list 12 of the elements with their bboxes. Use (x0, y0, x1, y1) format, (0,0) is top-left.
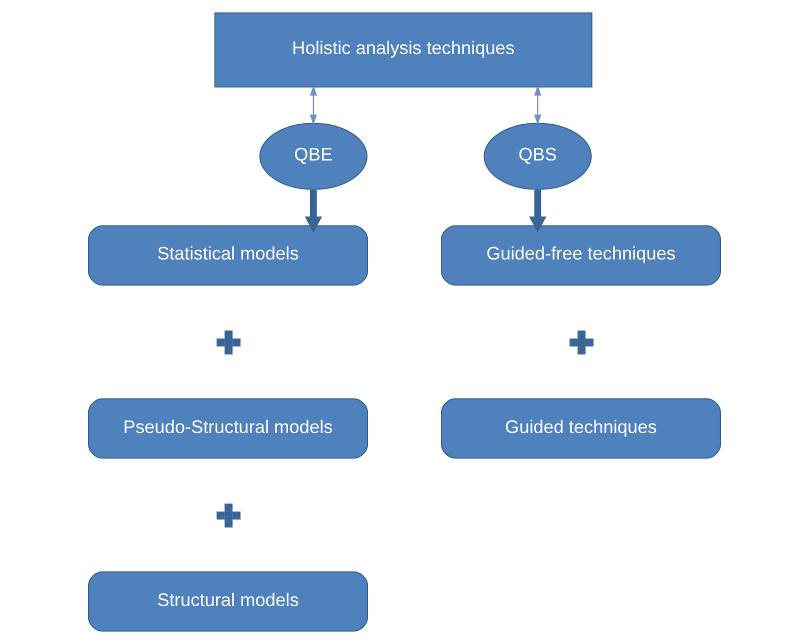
node-box: Statistical models (87, 225, 368, 286)
arrow (309, 85, 316, 125)
node-box: Structural models (87, 571, 368, 632)
arrow (304, 190, 322, 233)
arrow (528, 190, 546, 233)
node-box: Holistic analysis techniques (214, 12, 592, 88)
node-ellipse: QBS (483, 122, 592, 190)
node-box: Pseudo-Structural models (87, 398, 368, 459)
node-box: Guided-free techniques (440, 225, 721, 286)
node-box: Guided techniques (440, 398, 721, 459)
arrow (534, 85, 541, 125)
node-ellipse: QBE (258, 122, 367, 190)
